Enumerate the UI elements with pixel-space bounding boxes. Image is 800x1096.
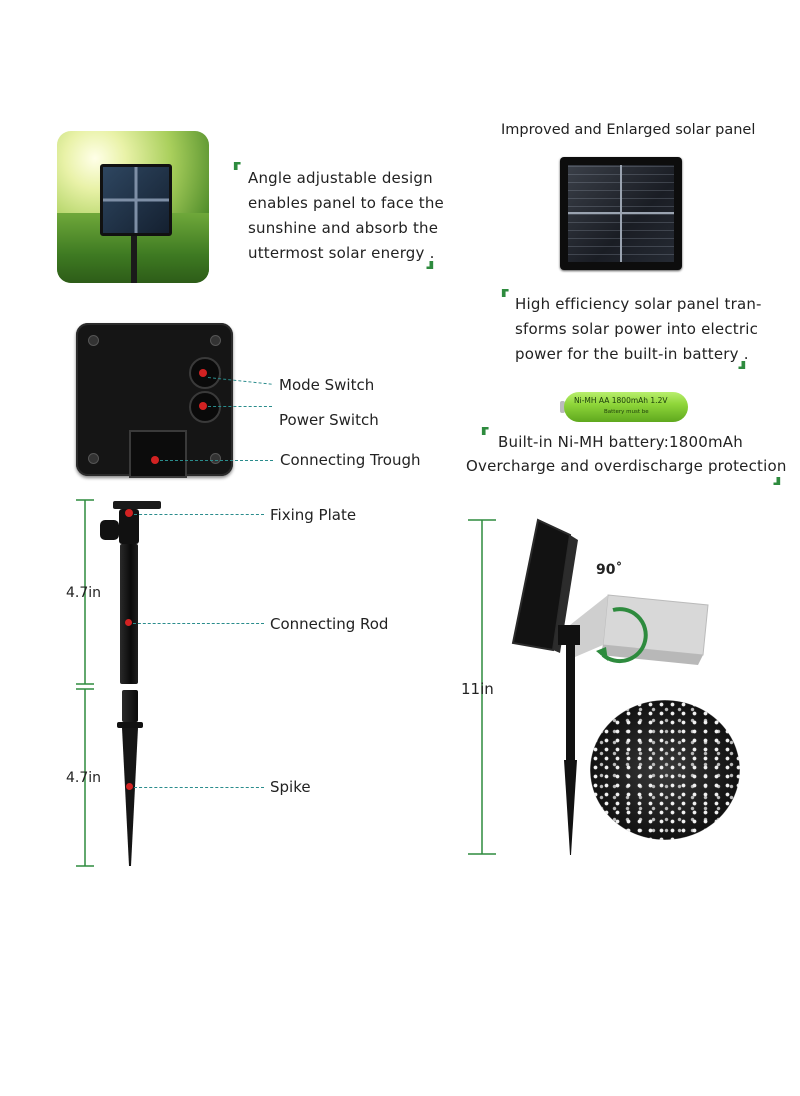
text-line: enables panel to face the <box>248 194 444 212</box>
mode-marker <box>199 369 207 377</box>
fixing-plate-label: Fixing Plate <box>270 506 357 524</box>
panel-photo <box>57 131 209 283</box>
power-leader <box>208 406 272 407</box>
control-box <box>76 323 233 478</box>
battery-print: Ni-MH AA 1800mAh 1.2V <box>574 396 668 405</box>
connecting-rod-label: Connecting Rod <box>270 615 389 633</box>
dimension-lines-left <box>76 499 94 867</box>
trough-leader <box>160 460 273 461</box>
text-line: Angle adjustable design <box>248 169 433 187</box>
trough-marker <box>151 456 159 464</box>
plate-leader <box>134 514 264 515</box>
dimension-line-total <box>468 519 496 855</box>
solar-panel <box>560 157 682 270</box>
angle-label: 90˚ <box>596 562 623 578</box>
battery-icon: Ni-MH AA 1800mAh 1.2V Battery must be <box>560 392 690 422</box>
connecting-rod <box>120 544 138 684</box>
open-bracket-icon: ⸢ <box>480 425 491 450</box>
angle-description: Angle adjustable design enables panel to… <box>248 166 444 266</box>
open-bracket-icon: ⸢ <box>500 287 511 312</box>
spike-ring <box>117 722 143 728</box>
spike-top <box>122 690 138 722</box>
led-string-photo <box>590 700 740 840</box>
total-height-label: 11in <box>461 680 494 698</box>
upper-length-label: 4.7in <box>66 585 102 601</box>
screw-icon <box>88 453 99 464</box>
fixing-plate <box>113 501 161 509</box>
battery-protection: Overcharge and overdischarge protection <box>466 457 787 475</box>
panel-title: Improved and Enlarged solar panel <box>501 122 756 138</box>
text-line: High efficiency solar panel tran- <box>515 295 762 313</box>
mode-switch-button[interactable] <box>189 357 221 389</box>
plate-marker <box>125 509 133 517</box>
text-line: sunshine and absorb the <box>248 219 439 237</box>
close-bracket-icon: ⸥ <box>425 247 436 272</box>
text-line: sforms solar power into electric <box>515 320 759 338</box>
open-bracket-icon: ⸢ <box>232 160 243 185</box>
assembled-solar-light <box>511 518 709 855</box>
stake-head <box>119 509 139 544</box>
rod-leader <box>133 623 264 624</box>
screw-icon <box>210 453 221 464</box>
spike-label: Spike <box>270 778 311 796</box>
close-bracket-icon: ⸥ <box>737 347 748 372</box>
close-bracket-icon: ⸥ <box>772 463 783 488</box>
text-line: power for the built-in battery . <box>515 345 749 363</box>
power-switch-label: Power Switch <box>279 411 379 429</box>
connecting-trough-label: Connecting Trough <box>280 451 421 469</box>
lower-length-label: 4.7in <box>66 770 102 786</box>
rod-marker <box>125 619 132 626</box>
spike-marker <box>126 783 133 790</box>
screw-icon <box>88 335 99 346</box>
spike-leader <box>134 787 264 788</box>
battery-label: Built-in Ni-MH battery:1800mAh <box>498 433 743 451</box>
mode-switch-label: Mode Switch <box>279 376 375 394</box>
efficiency-description: High efficiency solar panel tran- sforms… <box>515 292 762 367</box>
battery-print-sub: Battery must be <box>604 409 649 415</box>
knob-icon <box>100 520 119 540</box>
connecting-trough <box>129 430 187 478</box>
text-line: uttermost solar energy . <box>248 244 435 262</box>
power-marker <box>199 402 207 410</box>
spike-shape <box>122 728 138 866</box>
mini-solar-panel <box>100 164 172 236</box>
screw-icon <box>210 335 221 346</box>
